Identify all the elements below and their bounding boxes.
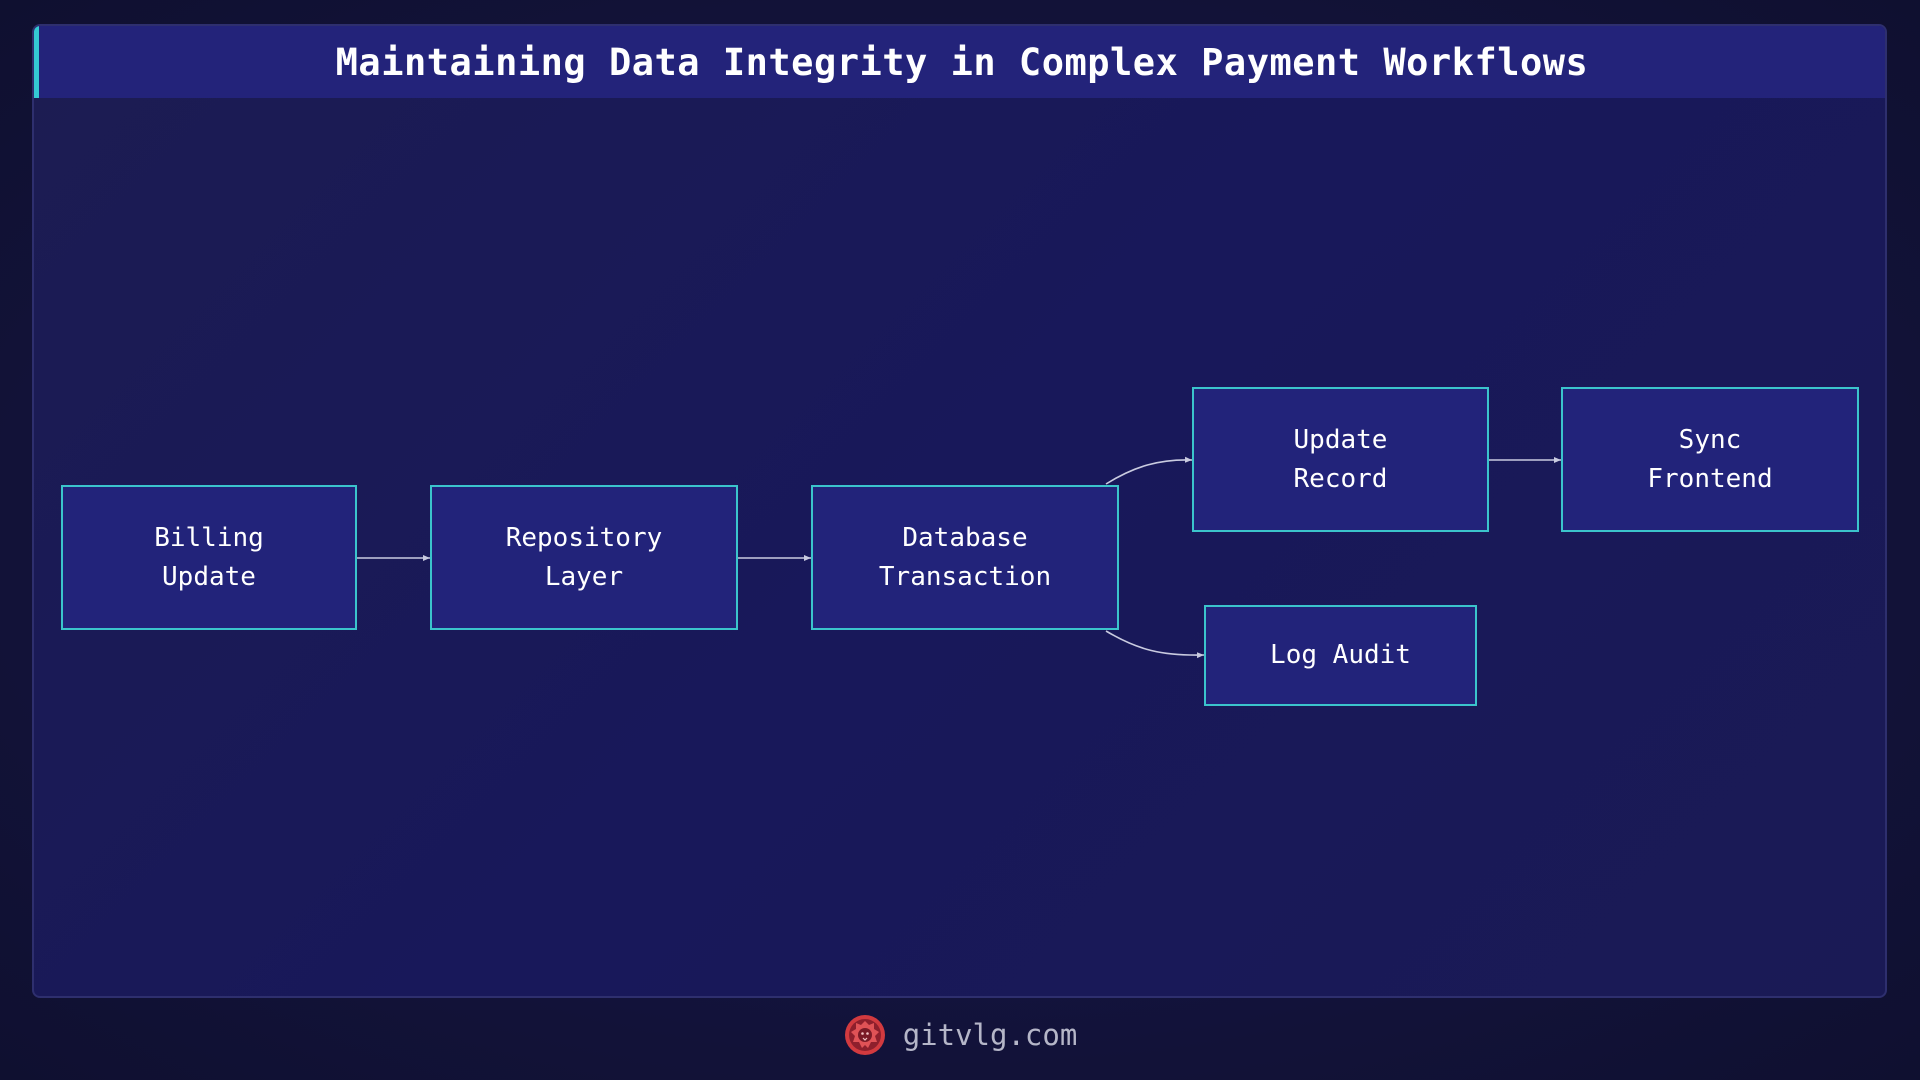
- node-database-transaction: Database Transaction: [811, 485, 1119, 630]
- footer: gitvlg.com: [0, 1010, 1920, 1060]
- node-billing-update-label: Billing Update: [154, 522, 264, 592]
- node-database-transaction-label: Database Transaction: [878, 522, 1052, 592]
- node-log-audit: Log Audit: [1204, 605, 1477, 706]
- edge-database-to-update-record: [1105, 456, 1193, 485]
- node-repository-layer: Repository Layer: [430, 485, 738, 630]
- edge-database-to-log-audit: [1105, 630, 1205, 659]
- node-billing-update: Billing Update: [61, 485, 357, 630]
- node-sync-frontend-label: Sync Frontend: [1647, 424, 1773, 494]
- node-update-record: Update Record: [1192, 387, 1489, 532]
- lion-logo-icon: [844, 1015, 885, 1055]
- footer-site-link[interactable]: gitvlg.com: [902, 1018, 1078, 1052]
- node-sync-frontend: Sync Frontend: [1561, 387, 1859, 532]
- title-bar: Maintaining Data Integrity in Complex Pa…: [34, 26, 1885, 98]
- diagram-title: Maintaining Data Integrity in Complex Pa…: [335, 40, 1589, 84]
- node-update-record-label: Update Record: [1293, 424, 1388, 494]
- node-repository-layer-label: Repository Layer: [505, 522, 663, 592]
- node-log-audit-label: Log Audit: [1270, 640, 1411, 670]
